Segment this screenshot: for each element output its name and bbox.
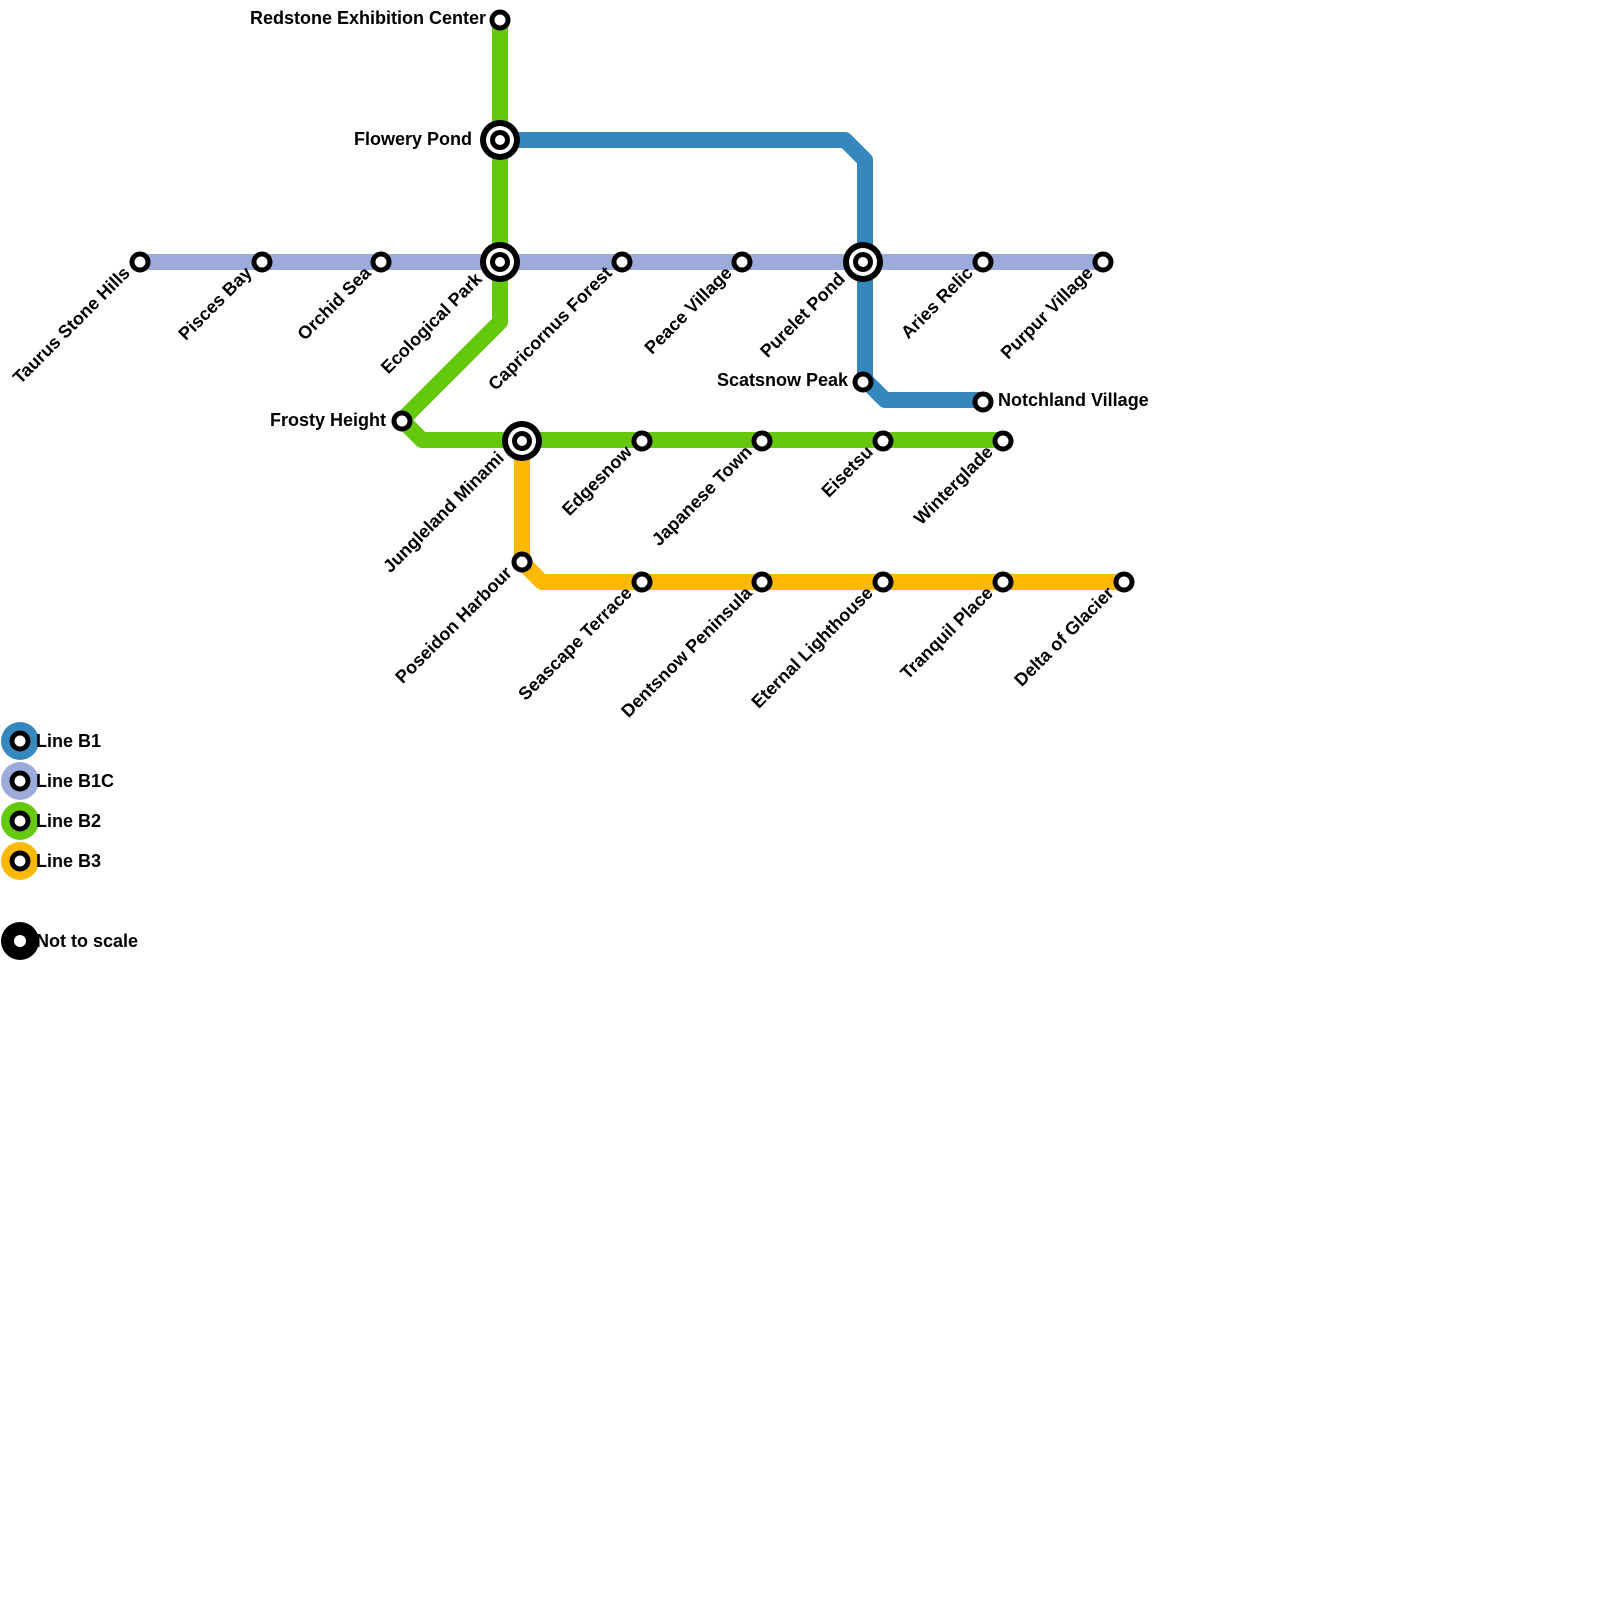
legend-item-line-b1: Line B1 <box>1 722 101 760</box>
legend: Line B1 Line B1C Line B2 Line B3 Not to … <box>1 722 138 960</box>
station-marker-eternal[interactable] <box>872 571 894 593</box>
station-label-edgesnow: Edgesnow <box>558 441 636 519</box>
station-marker-seascape[interactable] <box>631 571 653 593</box>
legend-label-note: Not to scale <box>36 931 138 951</box>
station-marker-ecological-park[interactable] <box>480 242 520 282</box>
station-label-aries: Aries Relic <box>897 263 977 343</box>
station-marker-winterglade[interactable] <box>992 430 1014 452</box>
station-marker-redstone[interactable] <box>489 9 511 31</box>
station-marker-edgesnow[interactable] <box>631 430 653 452</box>
regular-stations <box>129 9 1135 593</box>
station-labels: Redstone Exhibition Center Flowery Pond … <box>9 8 1149 721</box>
station-marker-jungleland-minami[interactable] <box>502 421 542 461</box>
station-marker-delta[interactable] <box>1113 571 1135 593</box>
station-marker-pisces[interactable] <box>251 251 273 273</box>
station-label-winterglade: Winterglade <box>910 442 997 529</box>
legend-item-line-b2: Line B2 <box>1 802 101 840</box>
station-label-orchid: Orchid Sea <box>293 262 375 344</box>
station-marker-scatsnow[interactable] <box>852 371 874 393</box>
legend-label-b1c: Line B1C <box>36 771 114 791</box>
station-label-peace: Peace Village <box>641 263 736 358</box>
station-label-eternal: Eternal Lighthouse <box>747 583 876 712</box>
legend-item-line-b1c: Line B1C <box>1 762 114 800</box>
station-marker-poseidon[interactable] <box>511 551 533 573</box>
line-b3-route <box>514 432 1132 590</box>
legend-item-not-to-scale: Not to scale <box>1 922 138 960</box>
legend-label-b1: Line B1 <box>36 731 101 751</box>
station-label-notchland: Notchland Village <box>998 390 1149 410</box>
station-label-purpur: Purpur Village <box>997 263 1097 363</box>
station-marker-eisetsu[interactable] <box>872 430 894 452</box>
station-marker-taurus[interactable] <box>129 251 151 273</box>
station-label-scatsnow: Scatsnow Peak <box>717 370 849 390</box>
station-label-poseidon: Poseidon Harbour <box>391 563 515 687</box>
route-lines <box>132 12 1132 590</box>
station-marker-aries[interactable] <box>972 251 994 273</box>
station-label-dentsnow: Dentsnow Peninsula <box>617 582 756 721</box>
station-label-redstone: Redstone Exhibition Center <box>250 8 486 28</box>
station-label-taurus: Taurus Stone Hills <box>9 263 134 388</box>
station-label-pisces: Pisces Bay <box>174 263 255 344</box>
legend-label-b2: Line B2 <box>36 811 101 831</box>
legend-item-line-b3: Line B3 <box>1 842 101 880</box>
station-label-tranquil: Tranquil Place <box>896 583 996 683</box>
station-marker-notchland[interactable] <box>972 391 994 413</box>
station-label-flowery: Flowery Pond <box>354 129 472 149</box>
station-label-seascape: Seascape Terrace <box>514 583 635 704</box>
station-label-eisetsu: Eisetsu <box>817 442 876 501</box>
station-marker-purelet-pond[interactable] <box>843 242 883 282</box>
station-marker-peace[interactable] <box>731 251 753 273</box>
station-label-japanese: Japanese Town <box>648 442 756 550</box>
station-label-delta: Delta of Glacier <box>1010 583 1118 691</box>
station-marker-japanese[interactable] <box>751 430 773 452</box>
station-label-purelet: Purelet Pond <box>756 269 849 362</box>
station-marker-purpur[interactable] <box>1092 251 1114 273</box>
station-label-jungleland: Jungleland Minami <box>379 448 508 577</box>
station-marker-flowery-pond[interactable] <box>480 120 520 160</box>
station-marker-dentsnow[interactable] <box>751 571 773 593</box>
legend-label-b3: Line B3 <box>36 851 101 871</box>
station-label-frosty: Frosty Height <box>270 410 386 430</box>
station-marker-capricornus[interactable] <box>611 251 633 273</box>
station-marker-frosty[interactable] <box>391 410 413 432</box>
interchange-stations <box>480 120 883 461</box>
station-marker-orchid[interactable] <box>370 251 392 273</box>
station-marker-tranquil[interactable] <box>992 571 1014 593</box>
